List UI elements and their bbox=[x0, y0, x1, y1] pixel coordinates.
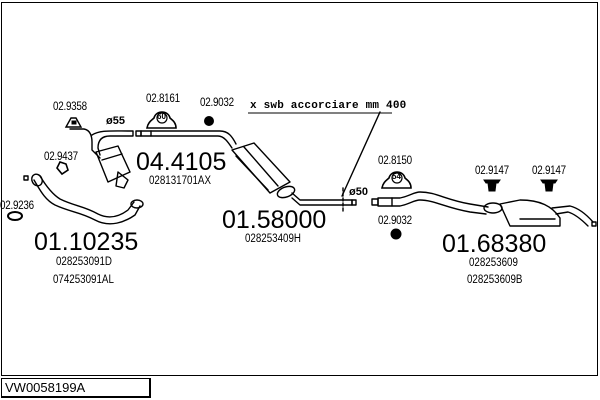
oem-rear-silencer-1: 028253609 bbox=[469, 257, 518, 269]
oem-front-pipe-2: 074253091AL bbox=[53, 274, 114, 286]
gasket-ring-icon bbox=[7, 211, 23, 221]
hanger-1-icon bbox=[483, 179, 501, 192]
oem-catalyst-1: 028131701AX bbox=[149, 175, 211, 187]
accessory-label-gasket: 02.9236 bbox=[0, 198, 34, 212]
accessory-label-hanger-1: 02.9147 bbox=[475, 163, 509, 177]
nut-b-icon bbox=[390, 228, 402, 240]
swb-leader-line bbox=[341, 111, 381, 197]
flange-gasket-icon bbox=[56, 161, 69, 176]
part-number-front-pipe: 01.10235 bbox=[34, 228, 139, 256]
mount-rubber-icon bbox=[64, 117, 83, 128]
hanger-2-icon bbox=[540, 179, 558, 192]
diagram-frame bbox=[1, 2, 598, 376]
front-pipe-drawing bbox=[23, 173, 144, 225]
diagram-code-box: VW0058199A bbox=[1, 378, 151, 398]
catalyst-drawing bbox=[69, 128, 134, 189]
intermediate-pipe-drawing bbox=[135, 130, 237, 149]
swb-note: x swb accorciare mm 400 bbox=[250, 100, 407, 112]
oem-front-pipe-1: 028253091D bbox=[56, 256, 112, 268]
joint-drawing bbox=[371, 191, 489, 215]
clamp-60-size: 60 bbox=[157, 112, 166, 121]
accessory-label-clamp-60: 02.8161 bbox=[146, 91, 180, 105]
oem-rear-silencer-2: 028253609B bbox=[467, 274, 523, 286]
nut-a-icon bbox=[204, 116, 214, 126]
diagram-code: VW0058199A bbox=[5, 380, 86, 395]
accessory-label-mount-rubber: 02.9358 bbox=[53, 99, 87, 113]
accessory-label-clamp-54: 02.8150 bbox=[378, 153, 412, 167]
clamp-54-icon bbox=[381, 171, 412, 189]
part-number-rear-silencer: 01.68380 bbox=[442, 230, 547, 258]
part-number-middle-silencer: 01.58000 bbox=[222, 206, 327, 234]
clamp-60-icon bbox=[146, 111, 177, 129]
accessory-label-hanger-2: 02.9147 bbox=[532, 163, 566, 177]
rear-silencer-drawing bbox=[483, 199, 597, 227]
middle-silencer-drawing bbox=[231, 142, 357, 206]
diameter-front-label: ø55 bbox=[106, 115, 125, 127]
oem-middle-silencer-1: 028253409H bbox=[245, 233, 301, 245]
diameter-middle-label: ø50 bbox=[349, 186, 368, 198]
clamp-54-size: 54 bbox=[392, 172, 401, 181]
accessory-label-flange-gasket: 02.9437 bbox=[44, 149, 78, 163]
accessory-label-nut-a: 02.9032 bbox=[200, 95, 234, 109]
accessory-label-nut-b: 02.9032 bbox=[378, 213, 412, 227]
part-number-catalyst: 04.4105 bbox=[136, 148, 227, 176]
